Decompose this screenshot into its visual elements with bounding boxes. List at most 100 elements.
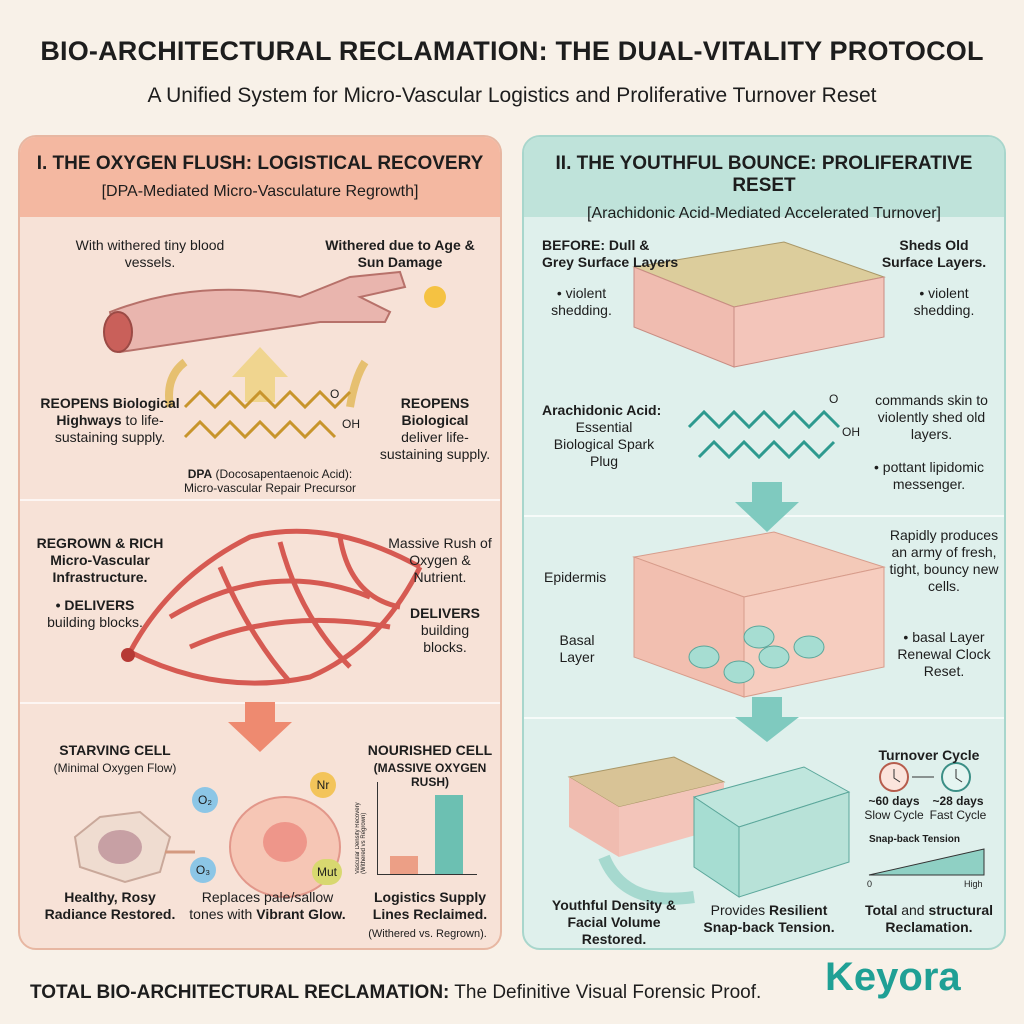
starving-cell-title: STARVING CELL — [59, 742, 171, 758]
tension-wedge-icon — [868, 848, 985, 876]
cycle-days: ~60 days — [868, 794, 920, 808]
arachidonic-desc: Essential Biological Spark Plug — [553, 419, 655, 469]
violent-shedding-left: • violent shedding. — [551, 285, 612, 318]
youthful-bounce-panel: II. THE YOUTHFUL BOUNCE: PROLIFERATIVE R… — [522, 135, 1006, 950]
vascular-illustrations — [73, 270, 446, 898]
bold-text: REOPENS Biological Highways — [40, 395, 180, 428]
bold-text: DPA — [187, 467, 213, 481]
down-arrow-icon — [228, 702, 292, 752]
total-reclamation-label: Total and structural Reclamation. — [859, 902, 999, 936]
withered-age-label: Withered due to Age & Sun Damage — [325, 237, 475, 270]
curved-arrow-icon — [165, 358, 188, 408]
panel-header: II. THE YOUTHFUL BOUNCE: PROLIFERATIVE R… — [524, 137, 1004, 222]
arachidonic-title: Arachidonic Acid: — [542, 402, 662, 418]
cycle-label: Slow Cycle — [864, 808, 924, 822]
dpa-label: DPA (Docosapentaenoic Acid):Micro-vascul… — [160, 467, 380, 495]
mut-badge: Mut — [312, 859, 342, 885]
panel-title: II. THE YOUTHFUL BOUNCE: PROLIFERATIVE R… — [555, 153, 973, 196]
nourished-cell-subtitle: (MASSIVE OXYGEN RUSH) — [373, 761, 487, 789]
starving-cell-icon — [73, 810, 172, 884]
text: building blocks. — [47, 614, 143, 630]
skin-illustrations — [567, 241, 985, 905]
curved-arrow-icon — [598, 854, 695, 905]
down-arrow-icon — [735, 482, 799, 532]
pottant-label: • pottant lipidomic messenger. — [874, 459, 984, 492]
before-label: BEFORE: Dull & Grey Surface Layers — [542, 237, 679, 270]
page-subtitle: A Unified System for Micro-Vascular Logi… — [147, 84, 877, 107]
epidermis-label: Epidermis — [544, 569, 607, 585]
basal-reset-label: • basal Layer Renewal Clock Reset. — [897, 629, 991, 679]
sun-icon — [424, 286, 446, 308]
provides-label: Provides Resilient Snap-back Tension. — [694, 902, 844, 936]
massive-rush-label: Massive Rush of Oxygen & Nutrient. — [388, 535, 492, 585]
text: and — [897, 902, 929, 918]
hydroxyl-label: OH — [842, 425, 860, 439]
basal-layer-label: Basal Layer — [559, 632, 595, 665]
turnover-cycle-title: Turnover Cycle — [878, 747, 980, 763]
hydroxyl-label: OH — [342, 417, 360, 431]
panel-subtitle: [Arachidonic Acid-Mediated Accelerated T… — [587, 205, 941, 222]
carbonyl-o-label: O — [829, 392, 839, 406]
nourished-cell-title: NOURISHED CELL — [367, 742, 493, 758]
capillary-network-icon — [127, 528, 423, 686]
footer-statement: TOTAL BIO-ARCHITECTURAL RECLAMATION: The… — [30, 982, 761, 1004]
slow-clock-icon — [879, 762, 909, 792]
tension-max: High — [964, 879, 983, 889]
commands-label: commands skin to violently shed old laye… — [875, 392, 988, 442]
logistics-label: Logistics Supply Lines Reclaimed. — [372, 889, 488, 922]
panel-subtitle: [DPA-Mediated Micro-Vasculature Regrowth… — [101, 183, 419, 200]
text: to life-sustaining supply. — [54, 412, 166, 445]
violent-shedding-right: • violent shedding. — [913, 285, 975, 318]
sheds-label: Sheds Old Surface Layers. — [881, 237, 987, 270]
bold-text: structural Reclamation. — [885, 902, 994, 935]
regrown-label: REGROWN & RICH Micro-Vascular Infrastruc… — [36, 535, 164, 585]
panel-title: I. THE OXYGEN FLUSH: LOGISTICAL RECOVERY — [36, 153, 484, 174]
y-axis — [377, 782, 378, 874]
x-axis — [377, 874, 477, 875]
tension-min: 0 — [867, 879, 873, 889]
bold-text: • DELIVERS — [55, 597, 135, 613]
up-arrow-icon — [232, 347, 288, 402]
bar-regrown — [435, 794, 463, 874]
oxygen-badge: O₂ — [192, 787, 218, 813]
bar-withered — [390, 856, 418, 874]
dpa-molecule-icon — [183, 389, 352, 410]
text: Micro-vascular Repair Precursor — [183, 481, 357, 495]
ozone-badge: O₃ — [190, 857, 216, 883]
nutrient-badge: Nr — [310, 772, 336, 798]
keyora-logo: Keyora — [825, 955, 961, 999]
renewed-block-icon — [692, 766, 851, 898]
reopens-left-label: REOPENS Biological Highways to life-sust… — [40, 395, 180, 446]
starving-cell-subtitle: (Minimal Oxygen Flow) — [53, 761, 177, 775]
bold-text: Total — [864, 902, 898, 918]
text: Replaces pale/sallow tones with — [189, 889, 334, 922]
oxygen-flush-panel: I. THE OXYGEN FLUSH: LOGISTICAL RECOVERY… — [18, 135, 502, 950]
dull-skin-block-icon — [632, 241, 886, 368]
down-arrow-icon — [735, 697, 799, 742]
text: The Definitive Visual Forensic Proof. — [449, 982, 762, 1003]
divider — [20, 499, 500, 501]
youthful-density-label: Youthful Density & Facial Volume Restore… — [551, 897, 677, 947]
page-title: BIO-ARCHITECTURAL RECLAMATION: THE DUAL-… — [40, 36, 984, 66]
chart-y-label: Vascular Density Recovery (Withered vs R… — [355, 802, 367, 874]
withered-vessels-label: With withered tiny blood vessels. — [75, 237, 225, 270]
replaces-label: Replaces pale/sallow tones with Vibrant … — [185, 889, 350, 923]
text: Provides — [710, 902, 769, 918]
vascular-density-chart: Vascular Density Recovery (Withered vs R… — [355, 782, 495, 877]
panel-header: I. THE OXYGEN FLUSH: LOGISTICAL RECOVERY… — [20, 137, 500, 217]
text: deliver life-sustaining supply. — [379, 429, 491, 462]
logistics-sublabel: (Withered vs. Regrown). — [368, 928, 487, 940]
bold-text: TOTAL BIO-ARCHITECTURAL RECLAMATION: — [30, 982, 450, 1003]
withered-vessel-icon — [103, 270, 407, 354]
bold-text: REOPENS Biological — [400, 395, 470, 428]
epidermis-block-icon — [632, 531, 886, 698]
cycle-days: ~28 days — [932, 794, 984, 808]
curved-arrow-icon — [346, 359, 369, 408]
bold-text: Vibrant Glow. — [256, 906, 346, 922]
carbonyl-o-label: O — [330, 387, 340, 401]
bold-text: Resilient Snap-back Tension. — [703, 902, 835, 935]
